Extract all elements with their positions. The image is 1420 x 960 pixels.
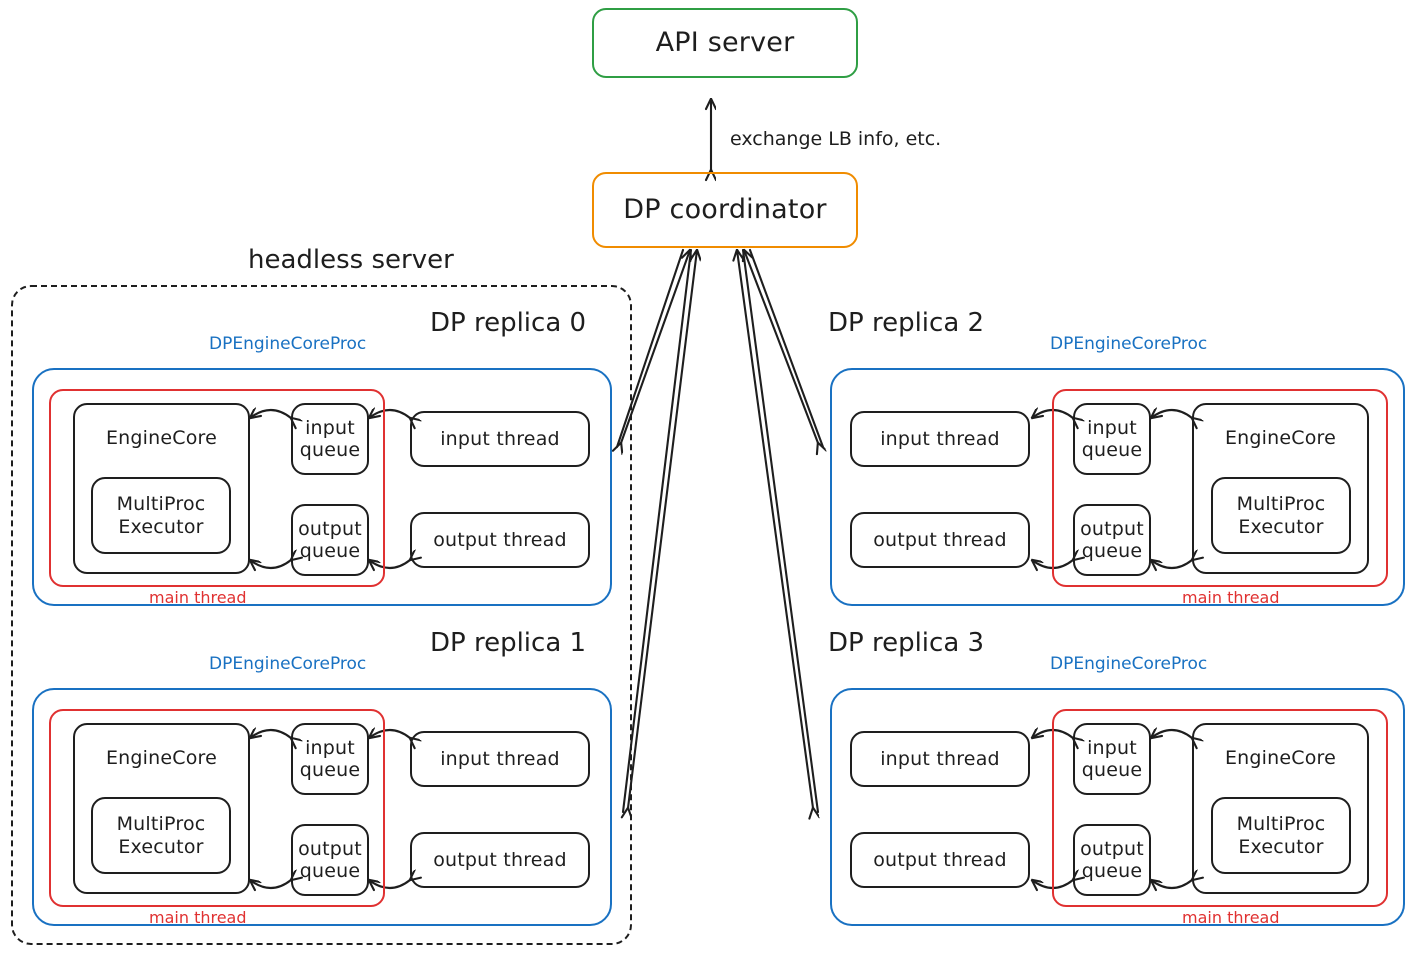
replica-1-proc-box[interactable] bbox=[32, 688, 612, 926]
replica-0-proc-label: DPEngineCoreProc bbox=[209, 334, 367, 354]
replica-0-input-thread-box[interactable]: input thread bbox=[410, 411, 590, 467]
replica-2-title: DP replica 2 bbox=[828, 308, 985, 338]
replica-3-output-thread-box[interactable]: output thread bbox=[850, 832, 1030, 888]
replica-3-proc-label: DPEngineCoreProc bbox=[1050, 654, 1208, 674]
dp-coordinator-node[interactable]: DP coordinator bbox=[592, 172, 858, 248]
arrow-coordinator-replica-2 bbox=[744, 250, 823, 447]
replica-0-input-queue-box[interactable]: input queue bbox=[291, 403, 369, 475]
replica-1-output-thread-box[interactable]: output thread bbox=[410, 832, 590, 888]
replica-1-title: DP replica 1 bbox=[430, 628, 587, 658]
replica-3-output-queue-box[interactable]: output queue bbox=[1073, 824, 1151, 896]
replica-0-output-queue-box[interactable]: output queue bbox=[291, 504, 369, 576]
replica-3-proc-box[interactable] bbox=[830, 688, 1405, 926]
replica-3-enginecore-box[interactable]: EngineCore bbox=[1192, 723, 1369, 894]
replica-3-title: DP replica 3 bbox=[828, 628, 985, 658]
replica-1-proc-label: DPEngineCoreProc bbox=[209, 654, 367, 674]
replica-1-main-thread-label: main thread bbox=[149, 908, 247, 927]
replica-2-enginecore-box[interactable]: EngineCore bbox=[1192, 403, 1369, 574]
headless-server-group bbox=[11, 285, 632, 945]
replica-1-enginecore-box[interactable]: EngineCore bbox=[73, 723, 250, 894]
headless-server-label: headless server bbox=[248, 245, 454, 275]
replica-3-multiproc-executor-box[interactable]: MultiProc Executor bbox=[1211, 797, 1351, 874]
replica-3-input-queue-box[interactable]: input queue bbox=[1073, 723, 1151, 795]
replica-0-multiproc-executor-box[interactable]: MultiProc Executor bbox=[91, 477, 231, 554]
arrow-coordinator-replica-1 bbox=[623, 250, 697, 812]
api-server-node[interactable]: API server bbox=[592, 8, 858, 78]
replica-1-input-thread-box[interactable]: input thread bbox=[410, 731, 590, 787]
replica-0-title: DP replica 0 bbox=[430, 308, 587, 338]
replica-2-output-queue-box[interactable]: output queue bbox=[1073, 504, 1151, 576]
replica-2-input-queue-box[interactable]: input queue bbox=[1073, 403, 1151, 475]
replica-2-input-thread-box[interactable]: input thread bbox=[850, 411, 1030, 467]
replica-2-main-thread-label: main thread bbox=[1182, 588, 1280, 607]
replica-2-proc-label: DPEngineCoreProc bbox=[1050, 334, 1208, 354]
replica-2-multiproc-executor-box[interactable]: MultiProc Executor bbox=[1211, 477, 1351, 554]
replica-1-output-queue-box[interactable]: output queue bbox=[291, 824, 369, 896]
replica-1-multiproc-executor-box[interactable]: MultiProc Executor bbox=[91, 797, 231, 874]
replica-2-output-thread-box[interactable]: output thread bbox=[850, 512, 1030, 568]
replica-3-input-thread-box[interactable]: input thread bbox=[850, 731, 1030, 787]
replica-3-main-thread-box[interactable] bbox=[1052, 709, 1388, 907]
replica-1-input-queue-box[interactable]: input queue bbox=[291, 723, 369, 795]
replica-0-output-thread-box[interactable]: output thread bbox=[410, 512, 590, 568]
replica-0-proc-box[interactable] bbox=[32, 368, 612, 606]
replica-0-enginecore-box[interactable]: EngineCore bbox=[73, 403, 250, 574]
replica-1-main-thread-box[interactable] bbox=[49, 709, 385, 907]
replica-3-main-thread-label: main thread bbox=[1182, 908, 1280, 927]
replica-2-proc-box[interactable] bbox=[830, 368, 1405, 606]
replica-0-main-thread-label: main thread bbox=[149, 588, 247, 607]
edge-label-exchange-lb-info: exchange LB info, etc. bbox=[730, 128, 942, 150]
replica-0-main-thread-box[interactable] bbox=[49, 389, 385, 587]
replica-2-main-thread-box[interactable] bbox=[1052, 389, 1388, 587]
arrow-coordinator-replica-3 bbox=[737, 250, 818, 812]
